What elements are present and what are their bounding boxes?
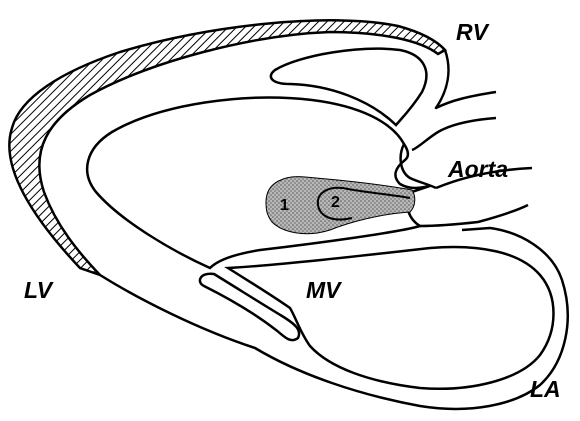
label-aorta: Aorta [448,158,508,181]
rv-wall-contour [412,118,496,150]
left-ventricle-cavity [87,98,430,268]
label-rv: RV [456,21,488,44]
label-la: LA [530,378,561,401]
label-region-2: 2 [331,195,340,211]
label-region-1: 1 [280,198,289,214]
label-mv: MV [306,279,341,302]
label-lv: LV [24,279,52,302]
